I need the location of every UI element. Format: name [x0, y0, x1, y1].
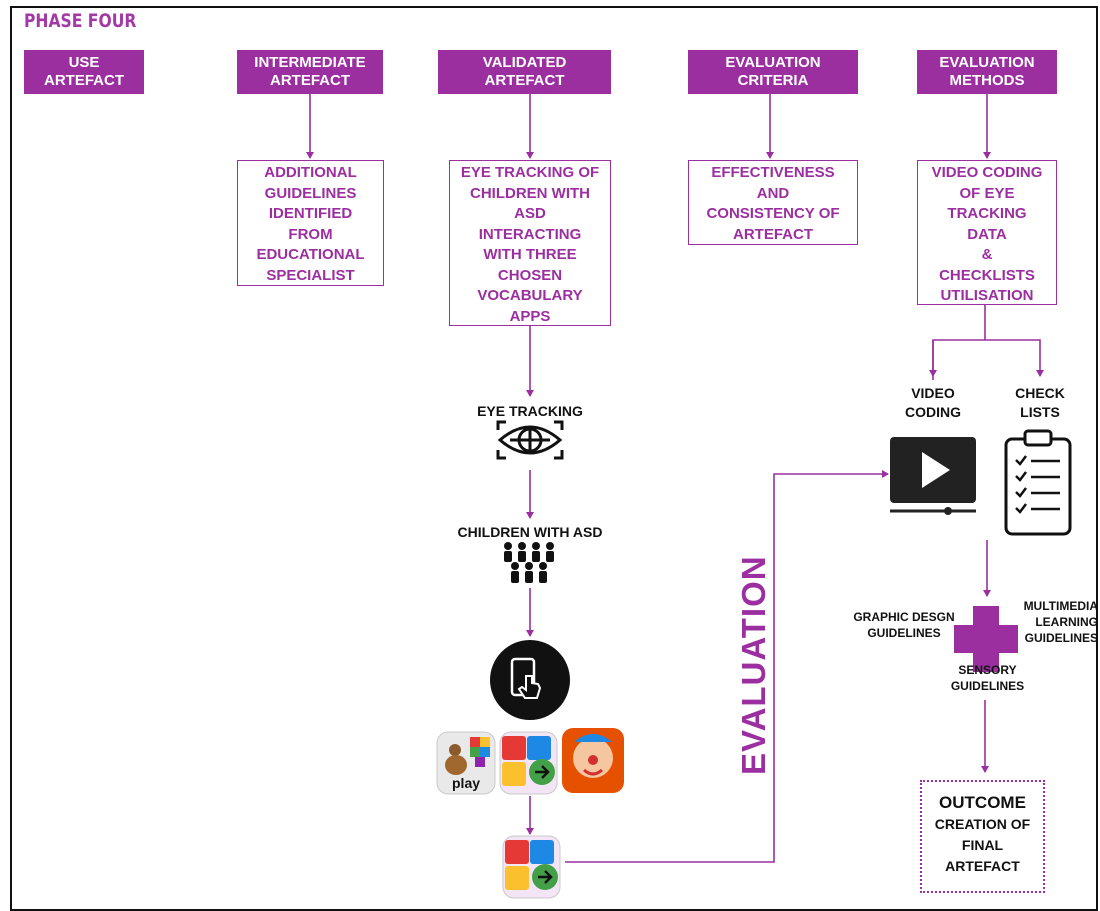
- label-line: MULTIMEDIA: [1023, 599, 1098, 613]
- header-line: USE: [68, 54, 100, 71]
- box-line: CHECKLISTS: [939, 266, 1035, 284]
- evaluation-label: EVALUATION: [735, 555, 772, 775]
- video-player-icon: [890, 437, 976, 515]
- box-line: IDENTIFIED: [268, 205, 353, 222]
- children-group-icon: [504, 542, 554, 583]
- graphic-design-label: GRAPHIC DESGN GUIDELINES: [848, 609, 960, 641]
- label-line: GUIDELINES: [950, 679, 1025, 693]
- app-play-label: play: [452, 775, 480, 791]
- box-line: SPECIALIST: [266, 266, 355, 284]
- box-line: EDUCATIONAL: [256, 246, 365, 263]
- outcome-title: OUTCOME: [939, 793, 1026, 812]
- label-line: GUIDELINES: [867, 626, 941, 640]
- label-line: LISTS: [1020, 404, 1060, 420]
- outcome-line: FINAL: [961, 837, 1004, 853]
- check-lists-label: CHECK LISTS: [1005, 384, 1075, 422]
- outcome-line: ARTEFACT: [945, 858, 1020, 874]
- connector: [565, 470, 889, 863]
- label-line: GUIDELINES: [1024, 631, 1098, 645]
- app-abc-selected-icon: [502, 835, 561, 899]
- box-line: GUIDELINES: [264, 184, 357, 202]
- header-use-artefact: USE ARTEFACT: [24, 50, 144, 94]
- box-line: VIDEO CODING: [931, 164, 1043, 181]
- box-line: AND: [756, 184, 790, 202]
- box-line: CONSISTENCY OF: [706, 205, 840, 222]
- header-line: ARTEFACT: [484, 72, 565, 89]
- label-line: VIDEO: [911, 385, 955, 401]
- box-line: WITH THREE: [483, 246, 577, 263]
- label-line: SENSORY: [958, 663, 1017, 677]
- eye-tracking-children-box: EYE TRACKING OF CHILDREN WITH ASD INTERA…: [449, 160, 611, 326]
- header-line: METHODS: [949, 72, 1025, 89]
- header-line: ARTEFACT: [44, 72, 124, 89]
- label-line: CHECK: [1015, 385, 1065, 401]
- video-coding-data-box: VIDEO CODING OF EYE TRACKING DATA & CHEC…: [917, 160, 1057, 305]
- box-line: TRACKING: [947, 205, 1027, 222]
- header-validated-artefact: VALIDATED ARTEFACT: [438, 50, 611, 94]
- box-line: OF EYE: [959, 184, 1015, 202]
- header-intermediate-artefact: INTERMEDIATE ARTEFACT: [237, 50, 383, 94]
- box-line: CHILDREN WITH: [470, 184, 590, 202]
- header-line: ARTEFACT: [270, 72, 350, 89]
- box-line: CHOSEN: [497, 266, 563, 284]
- header-line: EVALUATION: [725, 54, 821, 71]
- additional-guidelines-box: ADDITIONAL GUIDELINES IDENTIFIED FROM ED…: [237, 160, 384, 286]
- app-icons: [436, 728, 624, 899]
- box-line: ADDITIONAL: [264, 164, 357, 181]
- box-line: ASD: [514, 205, 546, 222]
- outcome-line: CREATION OF: [934, 816, 1031, 832]
- box-line: APPS: [509, 307, 551, 325]
- eye-tracking-label: EYE TRACKING: [477, 403, 583, 419]
- box-line: EFFECTIVENESS: [711, 164, 835, 181]
- header-evaluation-methods: EVALUATION METHODS: [917, 50, 1057, 94]
- app-play-icon: [436, 731, 496, 795]
- app-clown-icon: [562, 728, 624, 793]
- effectiveness-box: EFFECTIVENESS AND CONSISTENCY OF ARTEFAC…: [688, 160, 858, 245]
- header-line: EVALUATION: [939, 54, 1035, 71]
- sensory-label: SENSORY GUIDELINES: [930, 662, 1045, 694]
- label-line: GRAPHIC DESGN: [853, 610, 955, 624]
- touch-tablet-icon: [490, 640, 570, 720]
- plus-icon: [954, 606, 1018, 672]
- app-abc-icon: [499, 731, 558, 795]
- video-coding-label: VIDEO CODING: [893, 384, 973, 422]
- connector: [932, 339, 1044, 380]
- box-line: VOCABULARY: [477, 287, 583, 304]
- box-line: DATA: [967, 225, 1007, 243]
- label-line: CODING: [905, 404, 961, 420]
- box-line: UTILISATION: [940, 287, 1034, 304]
- label-line: LEARNING: [1035, 615, 1098, 629]
- box-line: FROM: [288, 225, 333, 243]
- box-line: EYE TRACKING OF: [460, 164, 600, 181]
- outcome-box: OUTCOME CREATION OF FINAL ARTEFACT: [920, 780, 1045, 893]
- header-line: INTERMEDIATE: [254, 54, 366, 71]
- box-line: INTERACTING: [478, 225, 582, 243]
- children-asd-label: CHILDREN WITH ASD: [457, 524, 603, 540]
- multimedia-label: MULTIMEDIA LEARNING GUIDELINES: [1002, 598, 1098, 646]
- box-line: &: [981, 246, 993, 263]
- header-line: VALIDATED: [482, 54, 567, 71]
- checklist-icon: [1004, 429, 1072, 536]
- box-line: ARTEFACT: [733, 225, 813, 243]
- header-line: CRITERIA: [737, 72, 809, 89]
- eye-tracking-icon: [496, 420, 564, 460]
- phase-title: PHASE FOUR: [24, 10, 137, 32]
- header-evaluation-criteria: EVALUATION CRITERIA: [688, 50, 858, 94]
